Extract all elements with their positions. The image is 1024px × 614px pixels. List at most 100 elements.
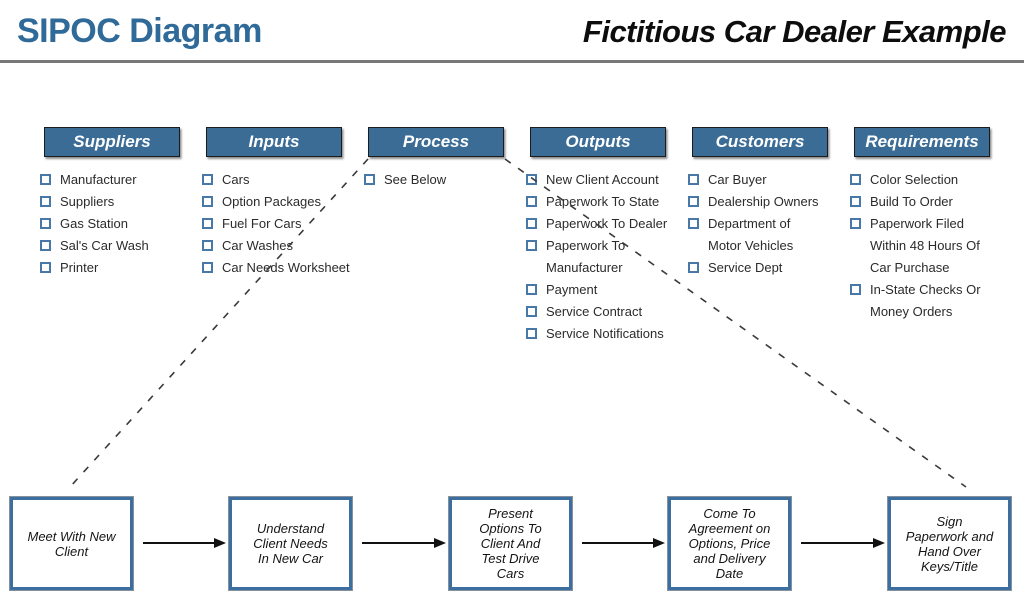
checkbox-icon [40,174,51,185]
checkbox-icon [202,174,213,185]
process-step-box-1: Meet With New Client [10,497,133,590]
list-item-label: Service Notifications [546,326,664,341]
list-item-label: Manufacturer [60,172,137,187]
column-header-requirements: Requirements [854,127,990,157]
list-item: Service Dept [688,257,848,279]
list-item: Suppliers [40,191,200,213]
list-item: Service Contract [526,301,686,323]
list-item: Dealership Owners [688,191,848,213]
list-item: Service Notifications [526,323,686,345]
list-item: Cars [202,169,362,191]
checkbox-icon [526,306,537,317]
list-item-label: See Below [384,172,447,187]
list-item: In-State Checks Or Money Orders [850,279,1010,323]
list-item: Sal's Car Wash [40,235,200,257]
list-item: Car Washes [202,235,362,257]
list-item-label: Car Washes [222,238,294,253]
checkbox-icon [850,196,861,207]
list-item: Gas Station [40,213,200,235]
process-step-box-4: Come To Agreement on Options, Price and … [668,497,791,590]
list-item-label: Option Packages [222,194,322,209]
list-item: Fuel For Cars [202,213,362,235]
list-item: Build To Order [850,191,1010,213]
checkbox-icon [526,284,537,295]
list-item-label: Cars [222,172,250,187]
checkbox-icon [850,174,861,185]
checkbox-icon [40,196,51,207]
checkbox-icon [688,196,699,207]
checkbox-icon [202,196,213,207]
process-step-box-2: Understand Client Needs In New Car [229,497,352,590]
process-list: See Below [364,169,524,191]
column-header-process: Process [368,127,504,157]
process-step-box-5: Sign Paperwork and Hand Over Keys/Title [888,497,1011,590]
list-item: See Below [364,169,524,191]
list-item-label: Sal's Car Wash [60,238,149,253]
list-item-label: Paperwork To State [546,194,660,209]
checkbox-icon [526,196,537,207]
list-item: Paperwork To State [526,191,686,213]
list-item-label: New Client Account [546,172,659,187]
checkbox-icon [850,284,861,295]
page-subtitle: Fictitious Car Dealer Example [582,14,1007,49]
list-item-label: Printer [60,260,99,275]
list-item-label: Paperwork To Dealer [546,216,668,231]
checkbox-icon [202,218,213,229]
list-item: Car Needs Worksheet [202,257,362,279]
list-item-label: Paperwork Filed Within 48 Hours Of Car P… [870,216,980,275]
list-item: Color Selection [850,169,1010,191]
list-item-label: Build To Order [870,194,953,209]
checkbox-icon [850,218,861,229]
checkbox-icon [40,262,51,273]
list-item: Printer [40,257,200,279]
header-divider [0,60,1024,63]
sipoc-column-process: Process See Below [364,127,524,191]
checkbox-icon [40,240,51,251]
checkbox-icon [40,218,51,229]
checkbox-icon [688,174,699,185]
list-item: Paperwork To Dealer [526,213,686,235]
list-item-label: Car Needs Worksheet [222,260,350,275]
column-header-inputs: Inputs [206,127,342,157]
checkbox-icon [688,262,699,273]
process-step-box-3: Present Options To Client And Test Drive… [449,497,572,590]
page-title: SIPOC Diagram [17,12,262,50]
list-item-label: Color Selection [870,172,959,187]
list-item: New Client Account [526,169,686,191]
checkbox-icon [202,240,213,251]
list-item: Manufacturer [40,169,200,191]
list-item-label: Gas Station [60,216,128,231]
list-item-label: Fuel For Cars [222,216,302,231]
checkbox-icon [364,174,375,185]
checkbox-icon [202,262,213,273]
checkbox-icon [526,218,537,229]
list-item-label: Department of Motor Vehicles [708,216,794,253]
list-item: Payment [526,279,686,301]
column-header-customers: Customers [692,127,828,157]
list-item: Car Buyer [688,169,848,191]
list-item-label: Suppliers [60,194,115,209]
list-item-label: Service Dept [708,260,783,275]
list-item-label: Car Buyer [708,172,767,187]
list-item-label: Dealership Owners [708,194,819,209]
column-header-outputs: Outputs [530,127,666,157]
list-item-label: Service Contract [546,304,643,319]
checkbox-icon [526,240,537,251]
column-header-suppliers: Suppliers [44,127,180,157]
checkbox-icon [526,328,537,339]
list-item-label: In-State Checks Or Money Orders [870,282,981,319]
list-item: Option Packages [202,191,362,213]
list-item-label: Payment [546,282,598,297]
checkbox-icon [526,174,537,185]
